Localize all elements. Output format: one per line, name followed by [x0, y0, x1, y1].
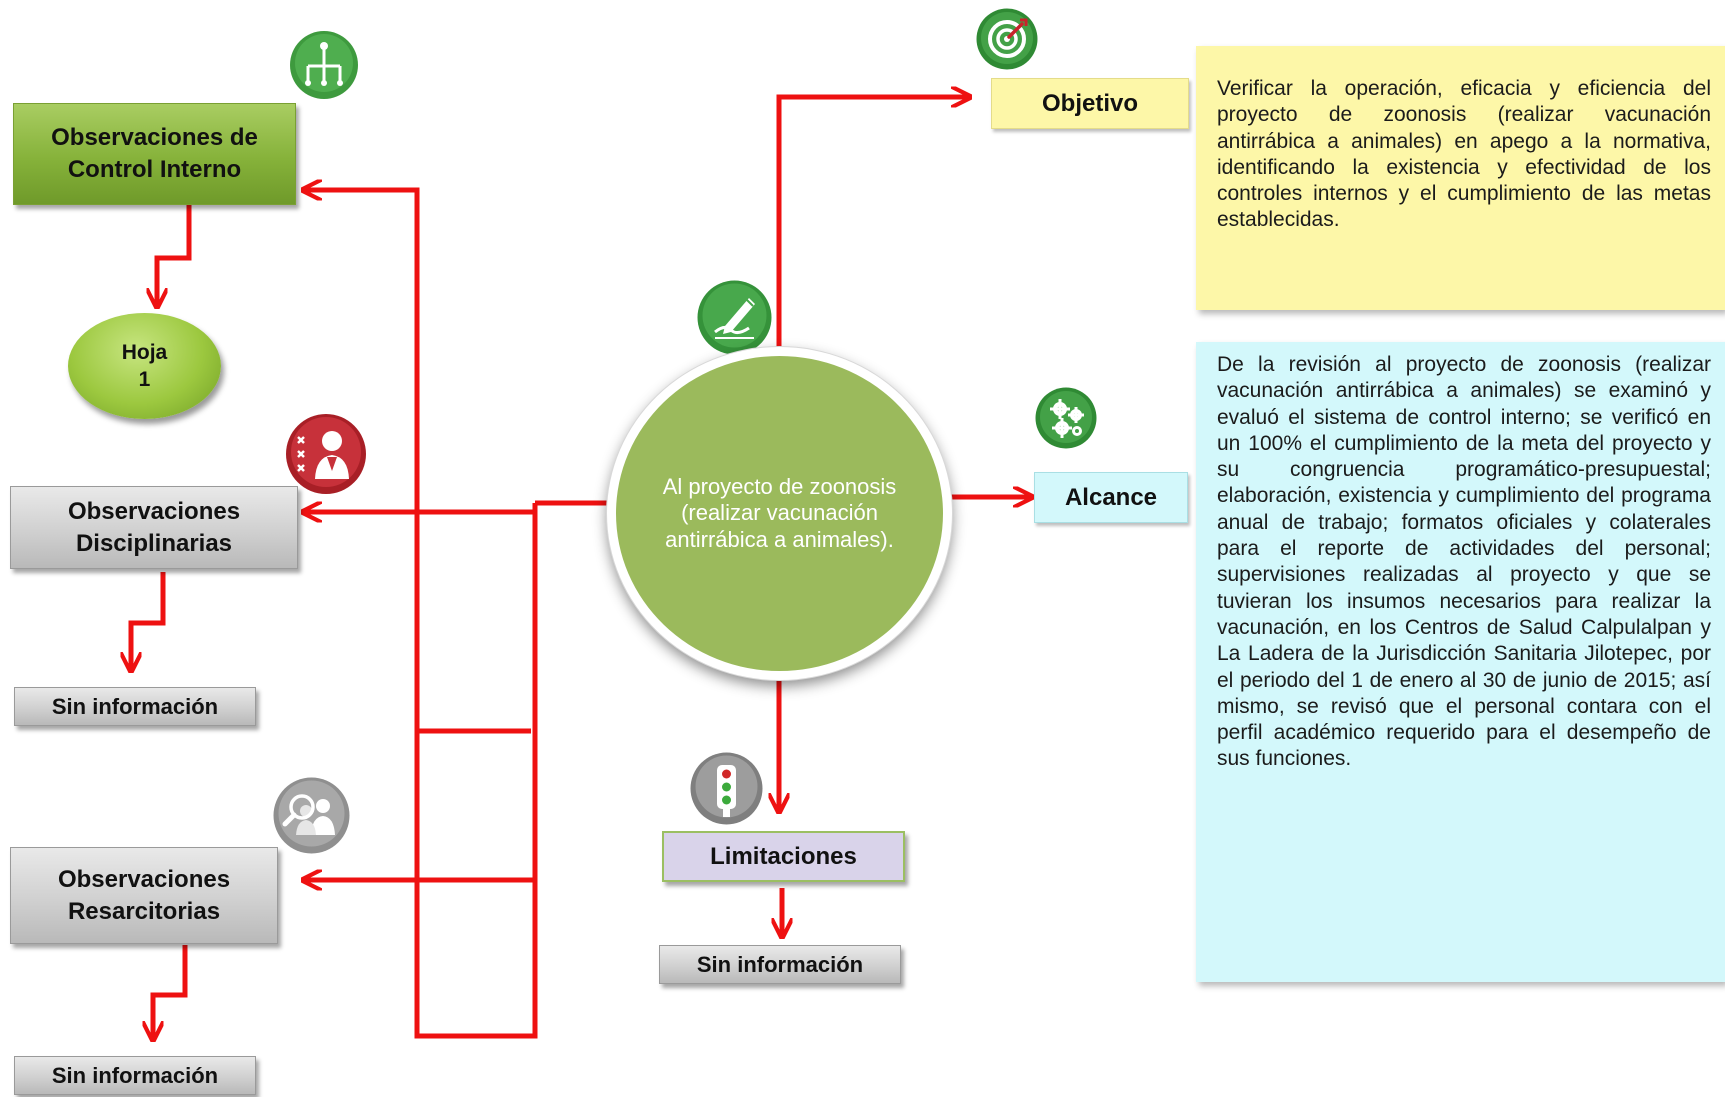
objetivo-description-panel: Verificar la operación, eficacia y efici…: [1196, 46, 1725, 310]
connector-control-to-hoja: [157, 205, 192, 305]
target-icon: [976, 8, 1038, 70]
limitaciones-sin-informacion[interactable]: Sin información: [659, 945, 901, 984]
connector-to-objetivo: [776, 97, 968, 348]
gears-icon: [1035, 387, 1097, 449]
org-chart-icon: [289, 30, 359, 100]
hoja-label: Hoja: [121, 340, 168, 364]
connector-to-resarcitorias: [305, 880, 538, 1036]
limitaciones-box[interactable]: Limitaciones: [662, 831, 905, 882]
hoja-1-ellipse[interactable]: Hoja 1: [68, 313, 221, 419]
connector-resarcitorias-down: [153, 945, 188, 1038]
traffic-light-icon: [690, 752, 763, 825]
connector-disciplinarias-arrow: [305, 503, 538, 512]
magnifier-people-icon: [273, 777, 350, 854]
disciplinarias-box[interactable]: Observaciones Disciplinarias: [10, 486, 298, 569]
person-x-icon: [285, 413, 367, 495]
connector-to-control-interno: [305, 190, 538, 1039]
resarcitorias-box[interactable]: Observaciones Resarcitorias: [10, 847, 278, 944]
connector-to-disciplinarias: [414, 512, 531, 734]
central-topic-circle[interactable]: Al proyecto de zoonosis (realizar vacuna…: [607, 347, 952, 680]
hoja-number: 1: [138, 368, 151, 391]
control-interno-box[interactable]: Observaciones de Control Interno: [13, 103, 296, 205]
resarcitorias-sin-informacion[interactable]: Sin información: [14, 1056, 256, 1095]
objetivo-description-text: Verificar la operación, eficacia y efici…: [1217, 77, 1711, 232]
alcance-box[interactable]: Alcance: [1034, 472, 1188, 523]
objetivo-box[interactable]: Objetivo: [991, 78, 1189, 129]
central-topic-text: Al proyecto de zoonosis (realizar vacuna…: [662, 473, 897, 552]
pen-signature-icon: [697, 280, 772, 355]
disciplinarias-sin-informacion[interactable]: Sin información: [14, 687, 256, 726]
alcance-description-text: De la revisión al proyecto de zoonosis (…: [1217, 353, 1711, 771]
alcance-description-panel: De la revisión al proyecto de zoonosis (…: [1196, 342, 1725, 982]
connector-disciplinarias-down: [131, 572, 166, 669]
